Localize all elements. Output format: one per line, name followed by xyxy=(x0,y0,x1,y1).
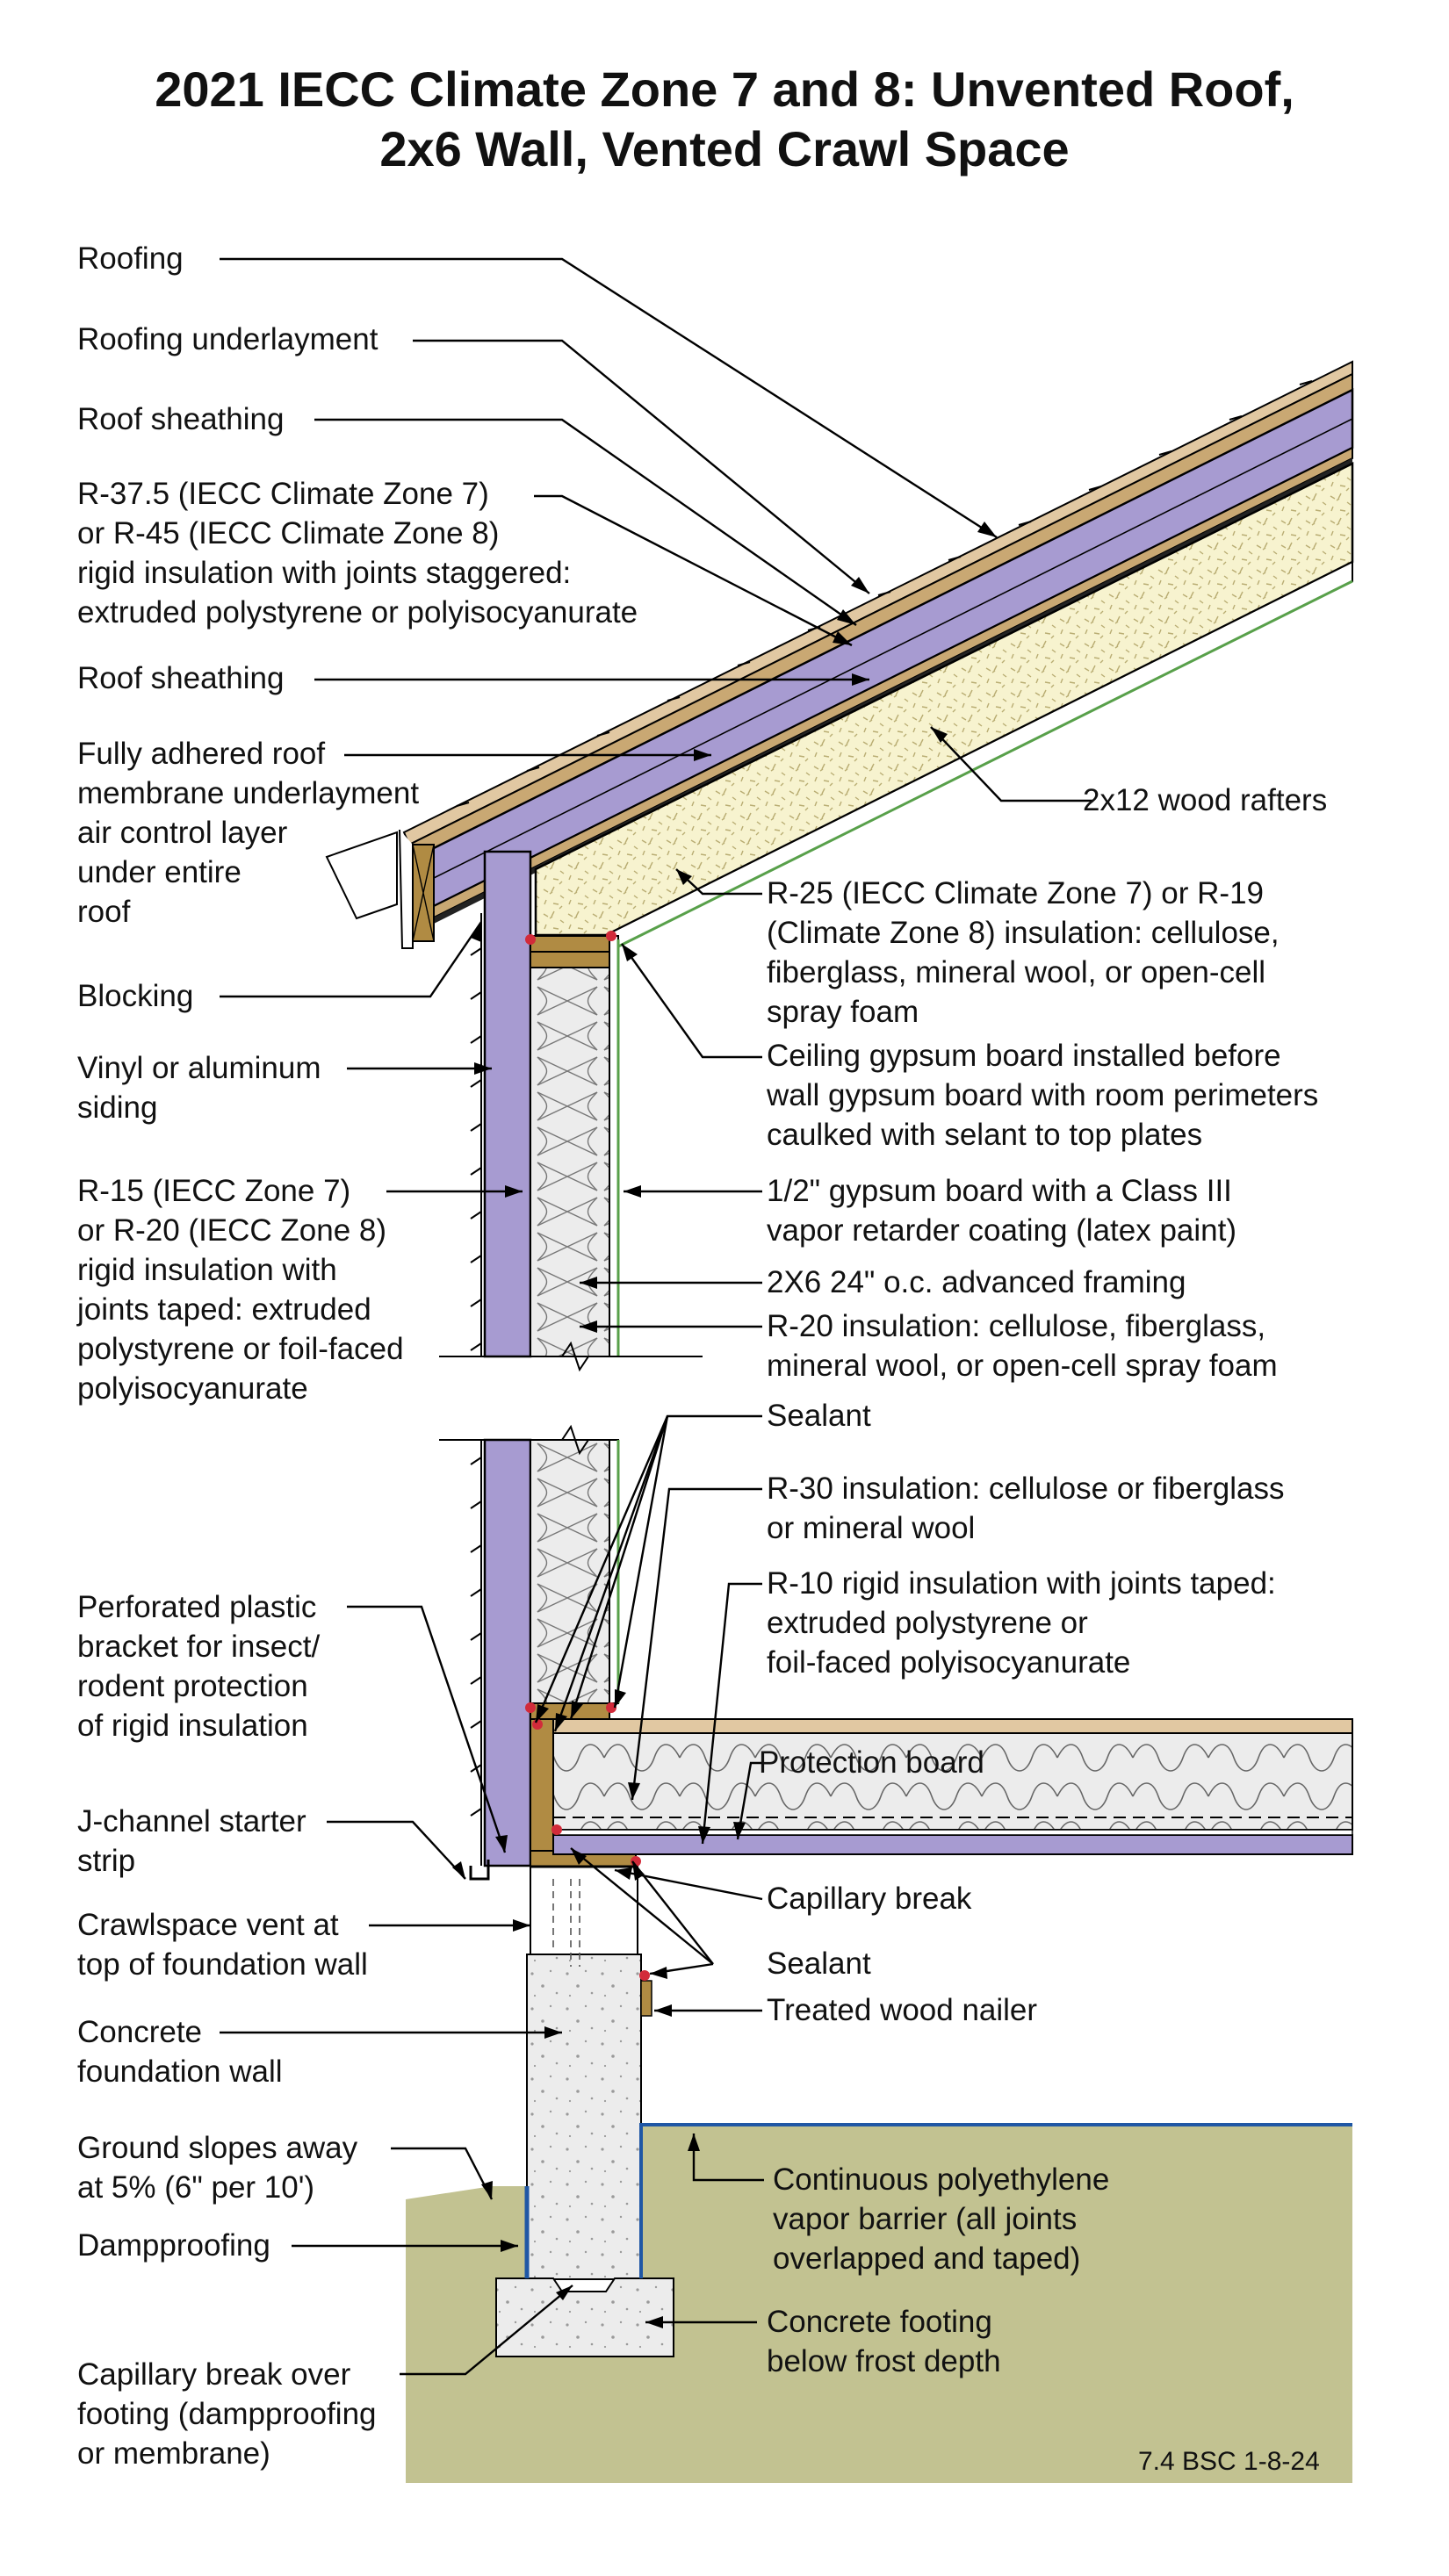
sealant-beads xyxy=(525,931,650,1981)
shingle-tabs xyxy=(456,380,1313,807)
sealant-dot xyxy=(525,934,536,945)
label-framing: 2X6 24" o.c. advanced framing xyxy=(767,1265,1186,1299)
j-channel xyxy=(469,1860,490,1881)
label-roof-sheathing-upper: Roof sheathing xyxy=(77,402,285,436)
wall-break-lower xyxy=(439,1424,615,1456)
label-floor-insulation: R-30 insulation: cellulose or fiberglass… xyxy=(767,1471,1285,1545)
label-crawlspace-vent: Crawlspace vent at top of foundation wal… xyxy=(77,1908,368,1982)
rim-joist xyxy=(530,1718,554,1852)
wall-assembly xyxy=(439,850,703,1881)
label-roofing: Roofing xyxy=(77,241,184,276)
wall-break-upper xyxy=(439,1341,703,1372)
label-roof-sheathing-lower: Roof sheathing xyxy=(77,661,285,695)
protection-board xyxy=(552,1829,1353,1836)
sealant-dot xyxy=(639,1970,650,1981)
sealant-dot xyxy=(606,931,616,941)
foundation-assembly xyxy=(406,1865,1352,2483)
label-wall-rigid-insulation: R-15 (IECC Zone 7) or R-20 (IECC Zone 8)… xyxy=(77,1174,404,1406)
top-plate xyxy=(530,935,610,953)
label-blocking: Blocking xyxy=(77,979,194,1013)
label-dampproofing: Dampproofing xyxy=(77,2228,270,2263)
top-plate-2 xyxy=(530,951,610,968)
label-sealant-upper: Sealant xyxy=(767,1399,871,1433)
label-rigid-roof-insulation: R-37.5 (IECC Climate Zone 7) or R-45 (IE… xyxy=(77,477,638,630)
label-wall-cavity-insulation: R-20 insulation: cellulose, fiberglass, … xyxy=(767,1309,1278,1383)
concrete-footing xyxy=(495,2277,674,2357)
label-siding: Vinyl or aluminum siding xyxy=(77,1051,321,1125)
sealant-dot xyxy=(525,1702,536,1713)
rafter-cavity-insulation xyxy=(534,461,1354,937)
label-rafter-insulation: R-25 (IECC Climate Zone 7) or R-19 (Clim… xyxy=(767,876,1280,1029)
label-rafters: 2x12 wood rafters xyxy=(1083,783,1328,817)
siding-laps xyxy=(470,947,482,1817)
label-capillary-break-footing: Capillary break over footing (dampproofi… xyxy=(77,2357,377,2471)
treated-nailer xyxy=(640,1980,652,2017)
floor-rigid-insulation xyxy=(552,1834,1353,1855)
label-ground-slope: Ground slopes away at 5% (6" per 10') xyxy=(77,2131,358,2205)
sealant-dot xyxy=(532,1719,543,1730)
leader-lines xyxy=(220,257,1093,2376)
label-ceiling-gypsum: Ceiling gypsum board installed before wa… xyxy=(767,1039,1319,1152)
wall-cavity-insulation-lower xyxy=(530,1439,610,1704)
roof-assembly xyxy=(325,360,1354,950)
label-roof-membrane: Fully adhered roof membrane underlayment… xyxy=(77,737,420,929)
label-floor-rigid-insulation: R-10 rigid insulation with joints taped:… xyxy=(767,1566,1276,1680)
diagram-title-line1: 2021 IECC Climate Zone 7 and 8: Unvented… xyxy=(155,61,1294,117)
label-foundation-wall: Concrete foundation wall xyxy=(77,2015,283,2089)
ceiling-air-seal xyxy=(614,579,1353,950)
wall-rigid-insulation-lower xyxy=(483,1438,532,1867)
wall-cavity-insulation-upper xyxy=(530,967,610,1357)
label-footing: Concrete footing below frost depth xyxy=(767,2305,1001,2378)
foundation-wall xyxy=(526,1954,642,2280)
label-sealant-lower: Sealant xyxy=(767,1946,871,1981)
roof-rigid-insulation-joint xyxy=(415,418,1353,888)
wall-rigid-insulation-upper xyxy=(483,850,532,1358)
drawing-reference: 7.4 BSC 1-8-24 xyxy=(1138,2447,1320,2476)
crawlspace-vent xyxy=(530,1866,638,1955)
sealant-dot xyxy=(551,1824,562,1835)
label-perforated-bracket: Perforated plastic bracket for insect/ r… xyxy=(77,1590,321,1743)
subfloor xyxy=(552,1718,1353,1734)
sealant-dot xyxy=(606,1702,616,1713)
floor-assembly xyxy=(552,1718,1353,1855)
label-capillary-break: Capillary break xyxy=(767,1882,972,1916)
label-protection-board: Protection board xyxy=(759,1745,984,1780)
label-j-channel: J-channel starter strip xyxy=(77,1804,306,1878)
leader-arrowheads xyxy=(452,522,997,2328)
label-treated-nailer: Treated wood nailer xyxy=(767,1993,1038,2027)
vapor-barrier xyxy=(639,2123,1352,2278)
label-wall-gypsum: 1/2" gypsum board with a Class III vapor… xyxy=(767,1174,1236,1248)
label-roofing-underlayment: Roofing underlayment xyxy=(77,322,378,356)
soffit-trim xyxy=(325,831,398,920)
label-vapor-barrier: Continuous polyethylene vapor barrier (a… xyxy=(773,2162,1110,2276)
diagram-title-line2: 2x6 Wall, Vented Crawl Space xyxy=(379,121,1070,176)
